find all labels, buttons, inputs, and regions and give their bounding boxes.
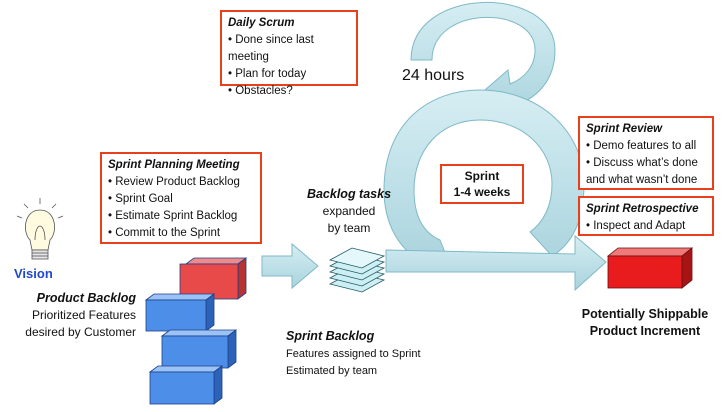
list-item: Review Product Backlog <box>108 174 254 191</box>
product-backlog-label: Product Backlog Prioritized Features des… <box>2 290 136 341</box>
list-item: Inspect and Adapt <box>586 218 706 235</box>
product-increment-line1: Potentially Shippable <box>581 307 709 321</box>
sprint-backlog-title: Sprint Backlog <box>286 329 375 343</box>
list-item: Sprint Goal <box>108 191 254 208</box>
cycle-duration-label: 24 hours <box>402 67 465 84</box>
sprint-planning-box: Sprint Planning Meeting Review Product B… <box>100 152 262 244</box>
sprint-backlog-line1: Features assigned to Sprint <box>286 348 421 360</box>
sprint-review-box: Sprint Review Demo features to all Discu… <box>578 116 714 190</box>
sprint-review-title: Sprint Review <box>586 123 663 135</box>
product-increment-line2: Product Increment <box>589 324 701 338</box>
list-item: Estimate Sprint Backlog <box>108 208 254 225</box>
list-item: Demo features to all <box>586 138 706 155</box>
backlog-tasks-label: Backlog tasks expanded by team <box>294 186 404 237</box>
sprint-retrospective-title: Sprint Retrospective <box>586 203 699 215</box>
backlog-tasks-line1: expanded <box>322 204 376 218</box>
sprint-planning-list: Review Product Backlog Sprint Goal Estim… <box>108 174 254 242</box>
backlog-tasks-line2: by team <box>327 221 371 235</box>
daily-scrum-box: Daily Scrum Done since last meeting Plan… <box>220 10 358 97</box>
sprint-planning-title: Sprint Planning Meeting <box>108 159 240 171</box>
product-backlog-line2: desired by Customer <box>25 325 136 339</box>
sprint-weeks-label: 1-4 weeks <box>453 185 511 199</box>
list-item: Obstacles? <box>228 83 350 100</box>
list-item: Discuss what’s done <box>586 155 706 172</box>
product-increment-label: Potentially Shippable Product Increment <box>570 306 720 340</box>
backlog-tasks-title: Backlog tasks <box>306 187 392 201</box>
vision-label: Vision <box>14 266 53 281</box>
sprint-label: Sprint <box>464 169 500 183</box>
product-backlog-line1: Prioritized Features <box>31 308 136 322</box>
sprint-cycle-arrow <box>383 89 585 271</box>
list-item: Plan for today <box>228 66 350 83</box>
sprint-duration-box: Sprint 1-4 weeks <box>440 164 524 204</box>
paper-stack-icon <box>328 247 386 293</box>
list-item: Commit to the Sprint <box>108 225 254 242</box>
list-item: Done since last meeting <box>228 32 350 66</box>
sprint-backlog-line2: Estimated by team <box>286 365 378 377</box>
sprint-retrospective-list: Inspect and Adapt <box>586 218 706 235</box>
daily-scrum-title: Daily Scrum <box>228 17 295 29</box>
daily-scrum-list: Done since last meeting Plan for today O… <box>228 32 350 100</box>
lightbulb-icon <box>16 198 64 260</box>
sprint-backlog-label: Sprint Backlog Features assigned to Spri… <box>286 328 466 380</box>
red-block-icon <box>606 247 694 289</box>
product-backlog-title: Product Backlog <box>36 291 136 305</box>
flow-arrow-to-increment <box>385 234 607 292</box>
sprint-retrospective-box: Sprint Retrospective Inspect and Adapt <box>578 196 714 236</box>
flow-arrow-to-tasks <box>261 242 319 290</box>
sprint-review-list: Demo features to all Discuss what’s done <box>586 138 706 172</box>
list-item-continuation: and what wasn’t done <box>586 174 698 186</box>
stacked-blocks-icon <box>144 257 248 405</box>
